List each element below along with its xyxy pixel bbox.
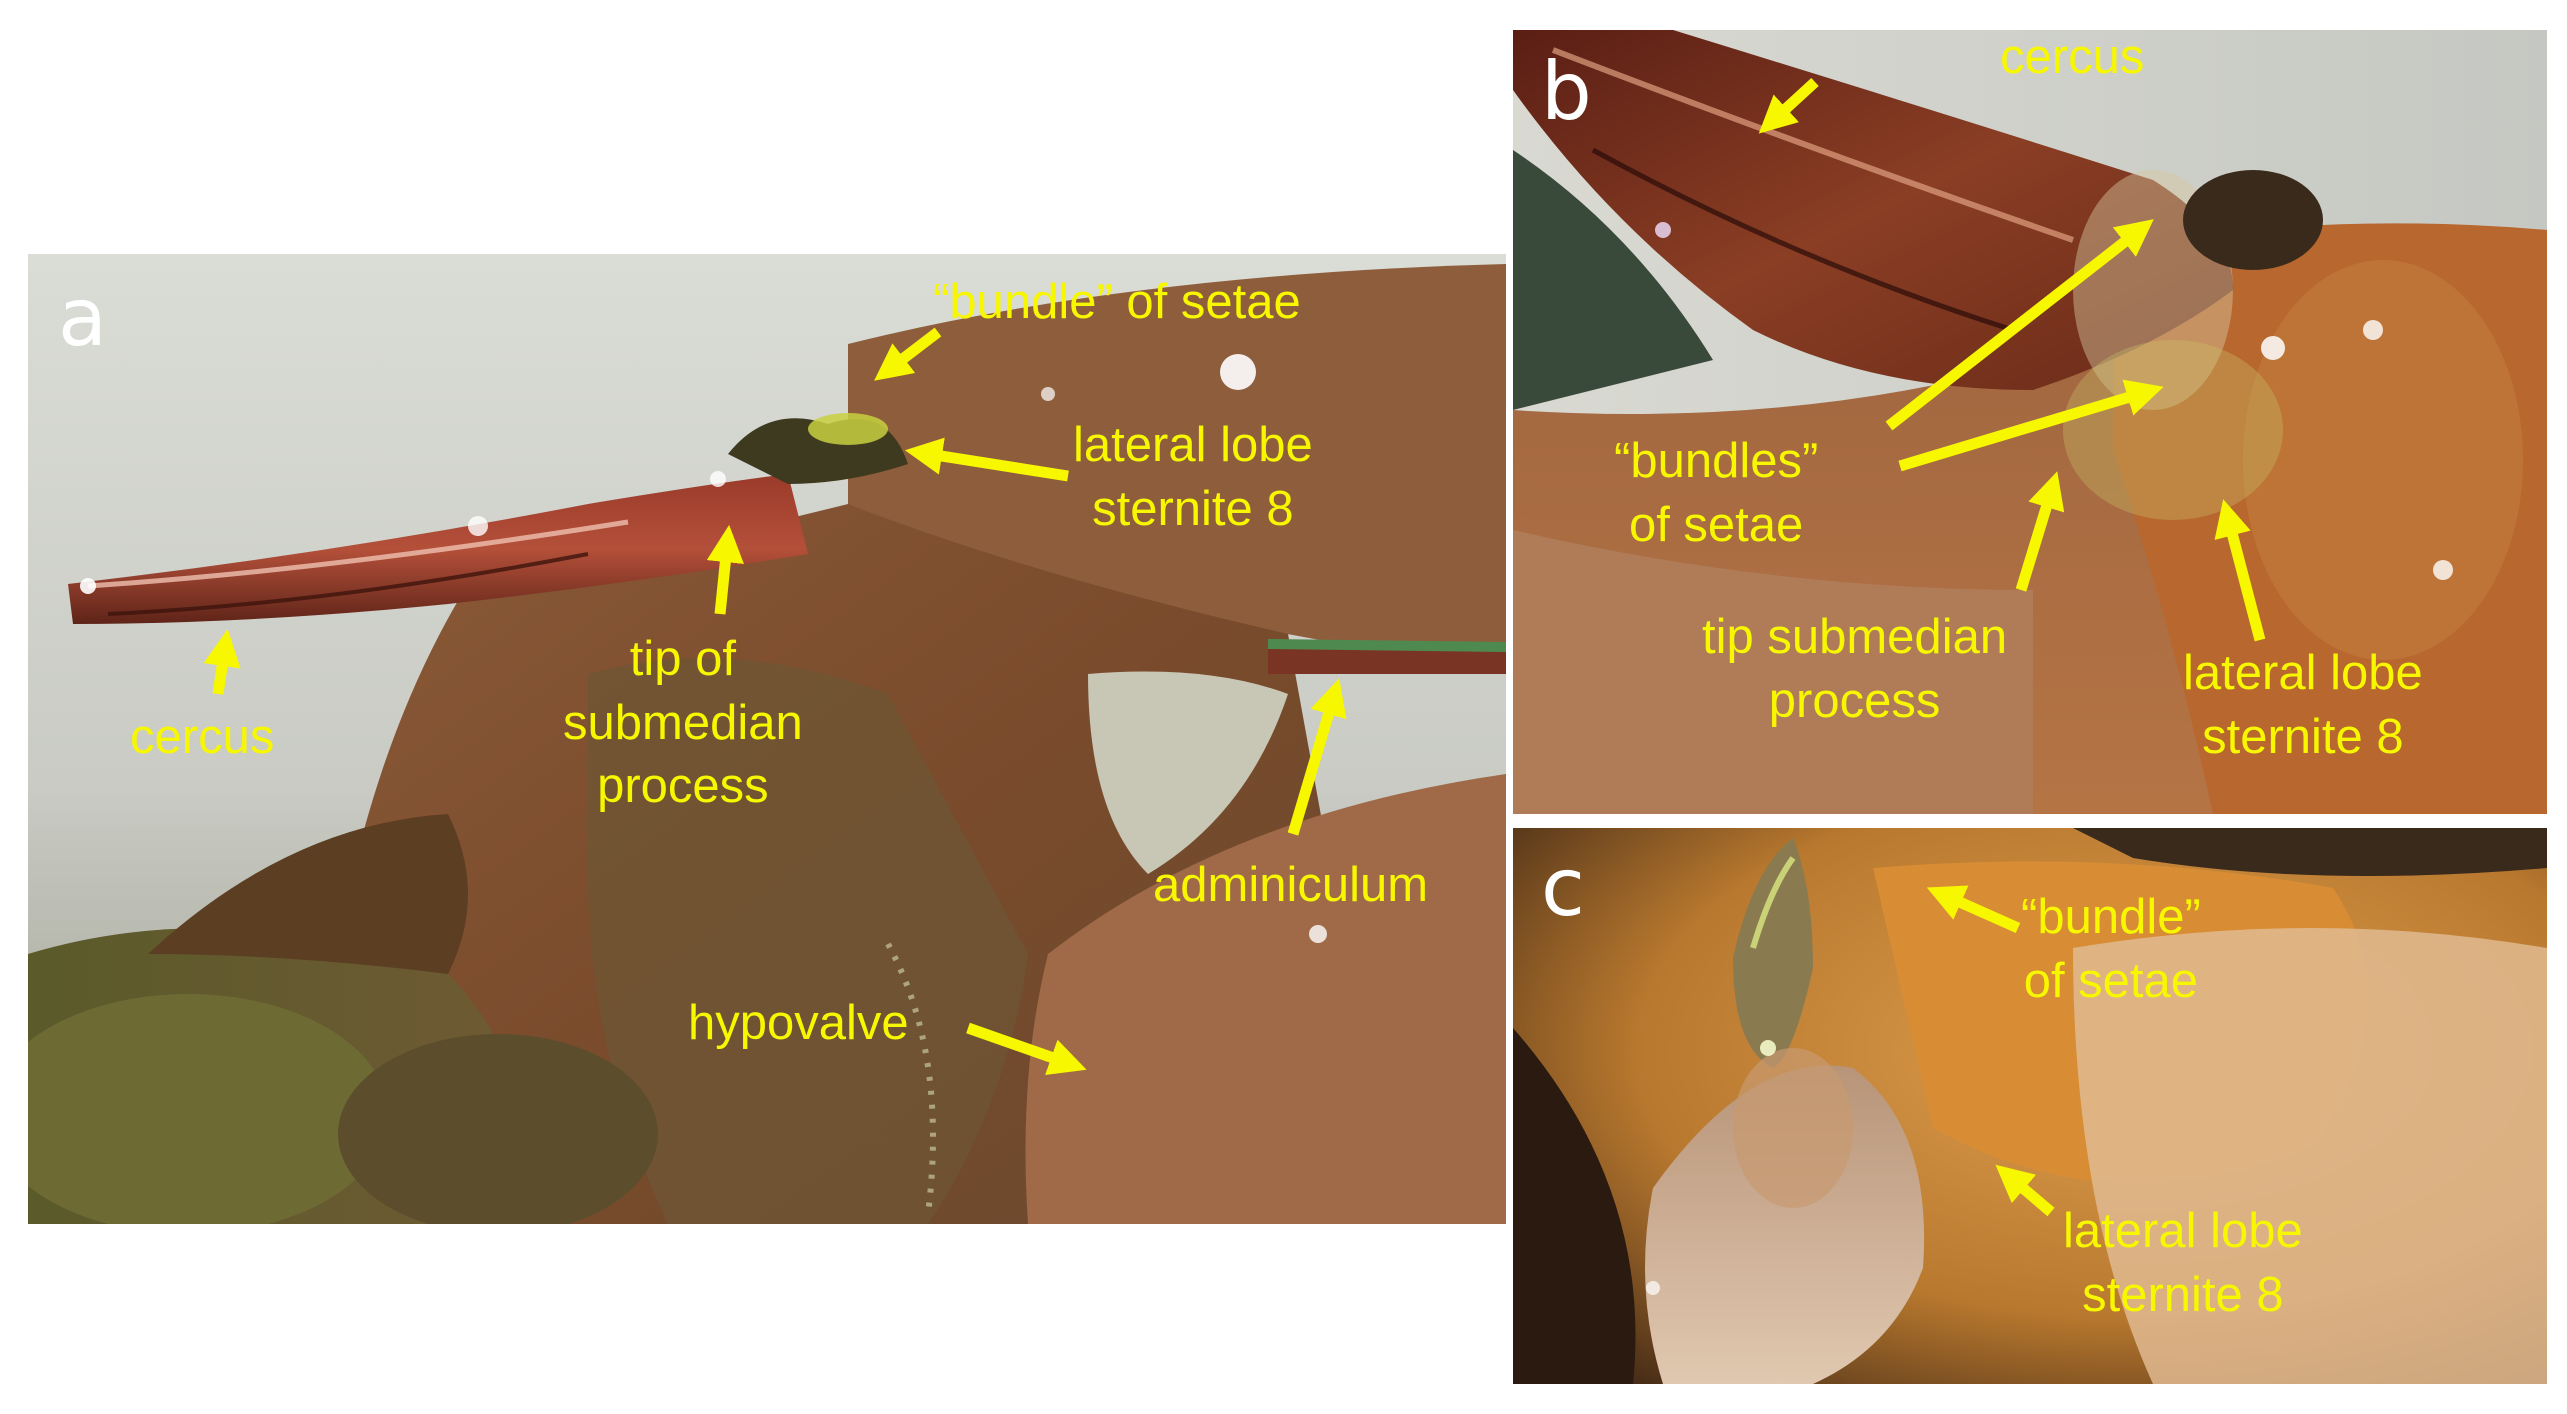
panel-a: a “bundle” of setae lateral lobe sternit… [28,254,1506,1224]
label-bundles-line1: “bundles” [1614,434,1819,488]
label-cercus-a-text: cercus [130,710,275,764]
arrow-bundle-of-setae [874,327,942,381]
arrow-bundle-c [1926,885,2021,934]
label-tip-b-line1: tip submedian [1702,610,2008,664]
label-cercus-a: cercus [130,706,274,770]
arrow-tip-submedian-b [2015,471,2065,592]
arrow-adminiculum [1287,678,1347,836]
label-lateral-lobe-c: lateral lobe sternite 8 [2063,1200,2303,1327]
panel-b-arrows [1758,77,2266,642]
arrow-bundles-upper [1885,219,2154,431]
label-adminiculum: adminiculum [1153,854,1428,918]
label-lateral-lobe-c-line1: lateral lobe [2063,1204,2303,1258]
arrow-lateral-lobe-c [1995,1164,2055,1217]
arrow-cercus [203,628,241,695]
label-lateral-lobe-b-line2: sternite 8 [2202,709,2404,764]
label-lateral-lobe-a-line2: sternite 8 [1092,481,1294,536]
arrow-hypovalve [966,1022,1087,1075]
label-lateral-lobe-a-line1: lateral lobe [1073,418,1313,472]
arrow-tip-submedian [706,524,744,615]
panel-a-arrows [203,327,1347,1075]
arrow-bundles-lower [1898,379,2164,472]
label-tip-line1: tip of [629,632,736,686]
label-tip-submedian-process-b: tip submedian process [1702,606,2007,733]
label-bundle-of-setae: “bundle” of setae [933,271,1301,335]
arrow-lateral-lobe [904,437,1069,482]
label-bundle-c-line1: “bundle” [2021,890,2201,944]
panel-c-arrows [1926,885,2055,1217]
label-lateral-lobe-a: lateral lobe sternite 8 [1073,414,1313,541]
label-bundle-of-setae-c: “bundle” of setae [2021,886,2201,1013]
label-cercus-b-text: cercus [2000,30,2145,84]
label-hypovalve-text: hypovalve [688,996,909,1050]
label-cercus-b: cercus [2000,30,2144,90]
arrow-lateral-lobe-b [2214,499,2266,642]
arrow-cercus-b [1758,77,1819,134]
panel-b: b cercus “bundles” of setae tip submedia… [1513,30,2547,814]
panel-b-letter: b [1541,45,1592,138]
label-hypovalve: hypovalve [688,992,909,1056]
panel-a-letter: a [58,271,108,364]
label-tip-of-submedian-process: tip of submedian process [563,628,803,819]
label-lateral-lobe-b-line1: lateral lobe [2183,646,2423,700]
label-lateral-lobe-b: lateral lobe sternite 8 [2183,642,2423,769]
panel-c: c “bundle” of setae lateral lobe sternit… [1513,828,2547,1384]
label-tip-b-line2: process [1768,673,1941,728]
label-bundle-of-setae-text: “bundle” of setae [933,275,1301,329]
label-adminiculum-text: adminiculum [1153,858,1429,912]
label-lateral-lobe-c-line2: sternite 8 [2082,1267,2284,1322]
label-bundles-line2: of setae [1628,497,1804,552]
panel-c-letter: c [1541,841,1585,934]
label-bundle-c-line2: of setae [2023,953,2199,1008]
label-bundles-of-setae: “bundles” of setae [1614,430,1818,557]
label-tip-line3: process [597,759,769,814]
label-tip-line2: submedian [563,695,803,750]
panel-c-photo [1513,828,2547,1384]
